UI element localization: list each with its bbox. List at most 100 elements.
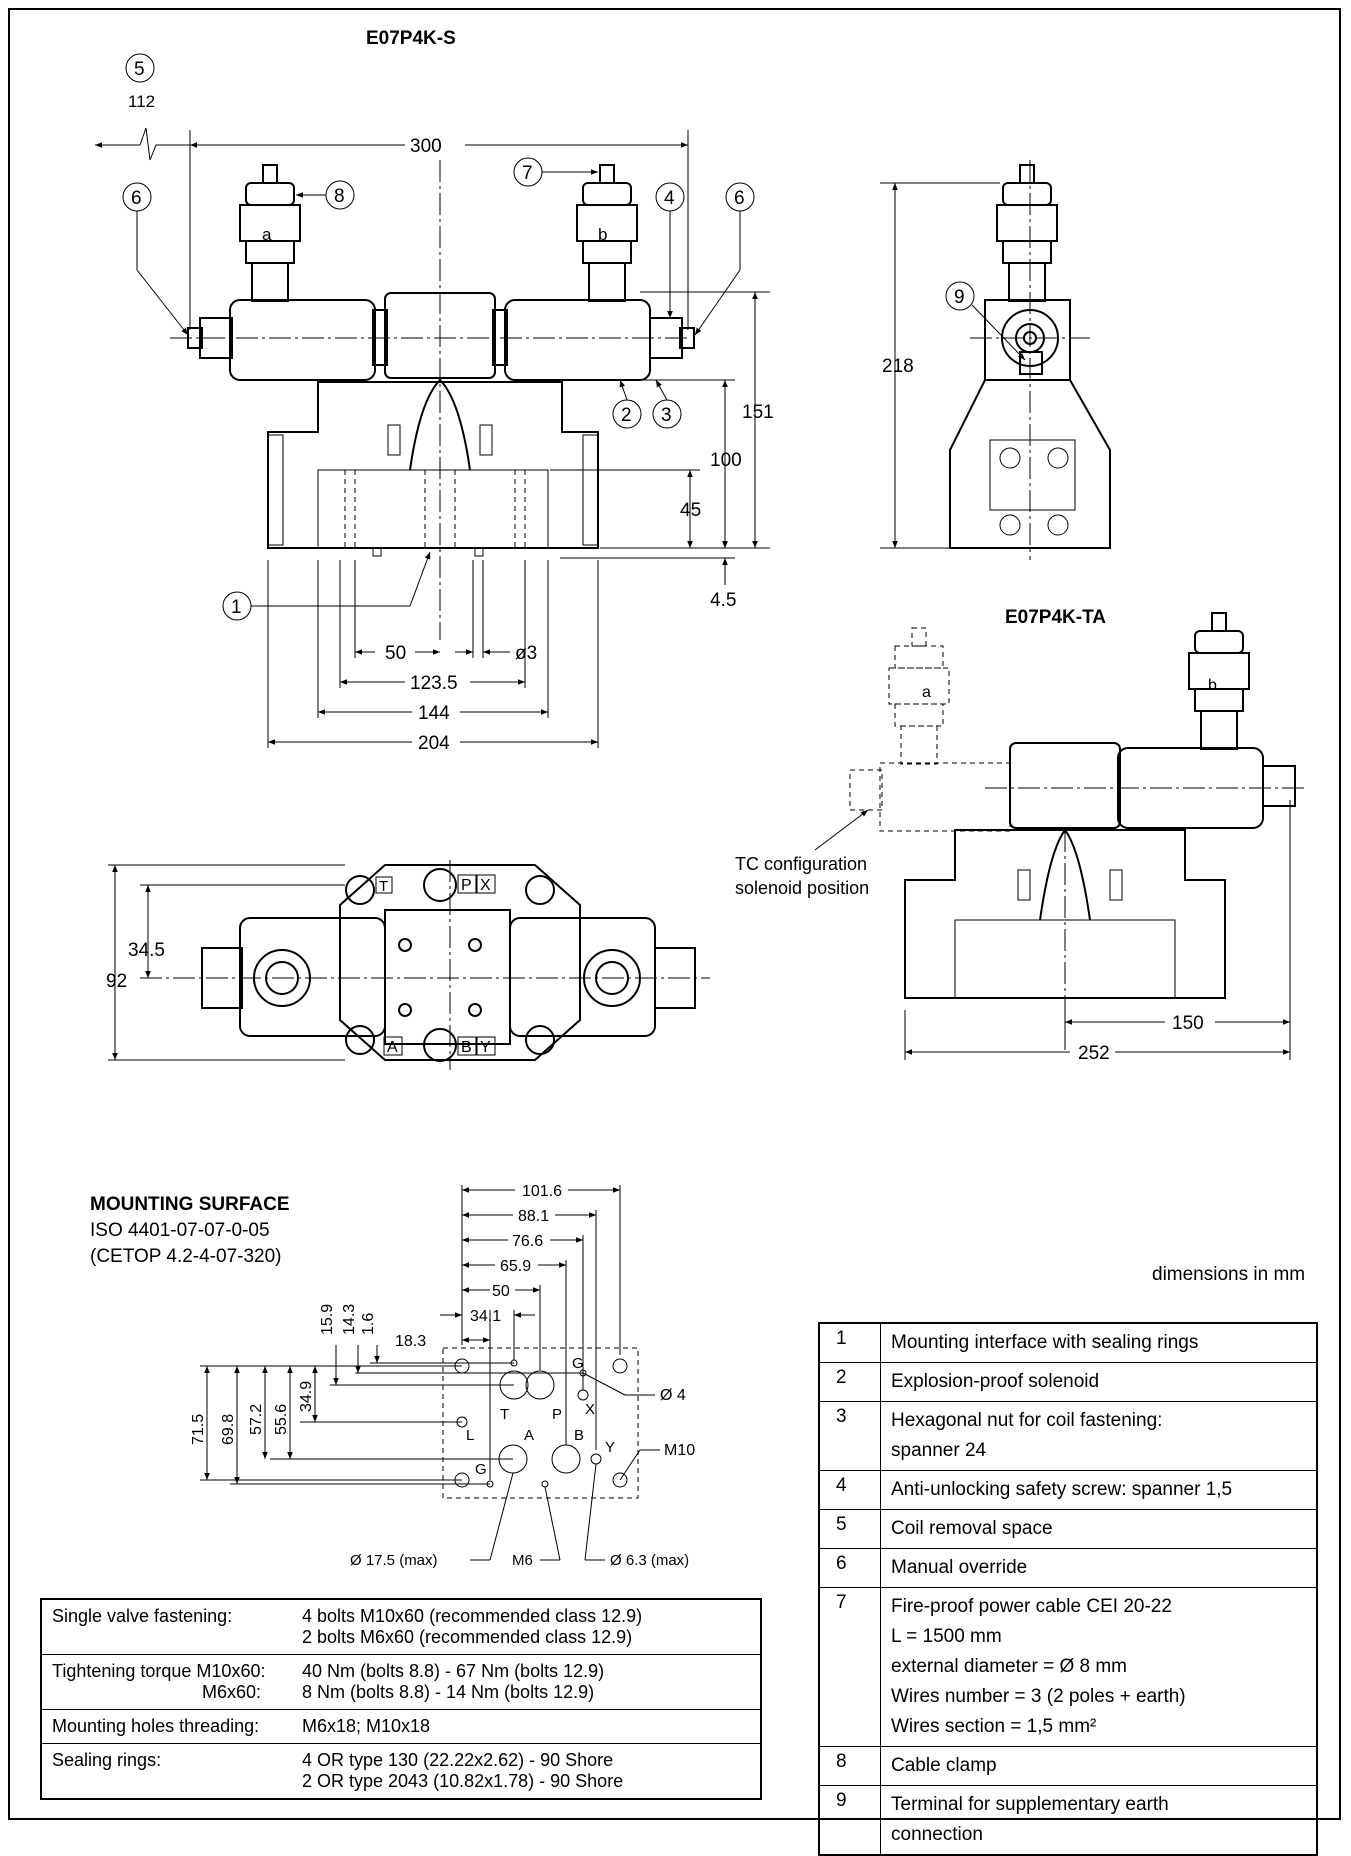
drawing-frame xyxy=(8,8,1341,1820)
legend-row: 5 Coil removal space xyxy=(818,1509,1318,1549)
legend-text: Mounting interface with sealing rings xyxy=(880,1322,1318,1363)
tc-note-line1: TC configuration xyxy=(735,854,867,874)
port-P-top: P xyxy=(461,877,472,894)
spec-label-line: Tightening torque M10x60: xyxy=(52,1661,266,1681)
legend-text: Cable clamp xyxy=(880,1746,1318,1786)
spec-line: 40 Nm (bolts 8.8) - 67 Nm (bolts 12.9) xyxy=(302,1661,605,1681)
front-view: E07P4K-S 5 112 300 a b xyxy=(95,28,774,754)
legend-text: Coil removal space xyxy=(880,1509,1318,1549)
legend-line: Terminal for supplementary earth xyxy=(891,1794,1169,1815)
mount-port-X: X xyxy=(585,1401,595,1418)
spec-line: 4 OR type 130 (22.22x2.62) - 90 Shore xyxy=(302,1750,614,1770)
spec-row: Tightening torque M10x60:M6x60: 40 Nm (b… xyxy=(41,1654,761,1710)
port-B-top: B xyxy=(461,1039,472,1056)
legend-line: Mounting interface with sealing rings xyxy=(891,1332,1199,1353)
main-view-title: E07P4K-S xyxy=(366,28,456,49)
v-14-3: 14.3 xyxy=(341,1304,358,1335)
h-101-6: 101.6 xyxy=(522,1183,562,1200)
legend-line: external diameter = Ø 8 mm xyxy=(891,1656,1128,1677)
legend-line: Hexagonal nut for coil fastening: xyxy=(891,1410,1163,1431)
callout-8: 8 xyxy=(334,186,345,207)
legend-line: Anti-unlocking safety screw: spanner 1,5 xyxy=(891,1479,1233,1500)
legend-row: 4 Anti-unlocking safety screw: spanner 1,… xyxy=(818,1470,1318,1510)
dim-50: 50 xyxy=(385,643,406,664)
ann-m6: M6 xyxy=(512,1552,533,1569)
legend-line: Fire-proof power cable CEI 20-22 xyxy=(891,1596,1172,1617)
legend-line: Explosion-proof solenoid xyxy=(891,1371,1100,1392)
dim-4-5: 4.5 xyxy=(710,590,736,611)
legend-line: Wires number = 3 (2 poles + earth) xyxy=(891,1686,1186,1707)
dim-123-5: 123.5 xyxy=(410,673,458,694)
legend-row: 2 Explosion-proof solenoid xyxy=(818,1362,1318,1402)
legend-line: Wires section = 1,5 mm² xyxy=(891,1716,1097,1737)
spec-line: 2 OR type 2043 (10.82x1.78) - 90 Shore xyxy=(302,1771,624,1791)
tc-note-line2: solenoid position xyxy=(735,878,869,898)
mount-port-G1: G xyxy=(572,1355,584,1372)
callout-4: 4 xyxy=(664,188,675,209)
dim-252: 252 xyxy=(1078,1043,1110,1064)
callout-7: 7 xyxy=(522,163,533,184)
legend-line: L = 1500 mm xyxy=(891,1626,1002,1647)
port-Y-top: Y xyxy=(480,1039,491,1056)
callout-3: 3 xyxy=(661,405,672,426)
spec-label: Single valve fastening: xyxy=(52,1606,233,1626)
spec-label: Tightening torque M10x60:M6x60: xyxy=(41,1654,292,1710)
coil-letter-a: a xyxy=(262,225,272,244)
dims-note: dimensions in mm xyxy=(1152,1264,1305,1285)
spec-row: Single valve fastening: 4 bolts M10x60 (… xyxy=(41,1599,761,1655)
legend-num: 2 xyxy=(818,1362,881,1402)
h-65-9: 65.9 xyxy=(500,1258,531,1275)
port-A-top: A xyxy=(387,1039,398,1056)
ann-o17-5: Ø 17.5 (max) xyxy=(350,1552,438,1569)
port-T-top: T xyxy=(379,878,388,895)
ann-m10: M10 xyxy=(664,1442,695,1459)
mount-port-B: B xyxy=(574,1427,584,1444)
legend-line: Coil removal space xyxy=(891,1518,1053,1539)
legend-text: Manual override xyxy=(880,1548,1318,1588)
legend-text: Explosion-proof solenoid xyxy=(880,1362,1318,1402)
spec-line: M6x18; M10x18 xyxy=(302,1716,431,1736)
legend-num: 5 xyxy=(818,1509,881,1549)
coil-letter-b-ta: b xyxy=(1208,677,1217,694)
spec-line: 4 bolts M10x60 (recommended class 12.9) xyxy=(302,1606,643,1626)
mount-port-T: T xyxy=(500,1406,509,1423)
mounting-title: MOUNTING SURFACE xyxy=(90,1194,290,1215)
legend-num: 4 xyxy=(818,1470,881,1510)
legend-line: spanner 24 xyxy=(891,1440,987,1461)
mount-port-G2: G xyxy=(475,1461,487,1478)
legend-text: Hexagonal nut for coil fastening: spanner… xyxy=(880,1401,1318,1471)
legend-line: Manual override xyxy=(891,1557,1028,1578)
spec-value: 40 Nm (bolts 8.8) - 67 Nm (bolts 12.9)8 … xyxy=(292,1654,761,1710)
legend-num: 3 xyxy=(818,1401,881,1471)
callout-5: 5 xyxy=(134,59,145,80)
port-X-top: X xyxy=(480,877,491,894)
v-34-9: 34.9 xyxy=(298,1381,315,1412)
callout-6-right: 6 xyxy=(734,188,745,209)
ann-o4: Ø 4 xyxy=(660,1387,686,1404)
dim-150: 150 xyxy=(1172,1013,1204,1034)
dim-o3: ø3 xyxy=(515,643,537,664)
coil-letter-b: b xyxy=(598,225,607,244)
mount-port-L: L xyxy=(466,1427,474,1444)
ann-o6-3: Ø 6.3 (max) xyxy=(610,1552,689,1569)
spec-label: Mounting holes threading: xyxy=(41,1709,292,1744)
callout-6-left: 6 xyxy=(131,188,142,209)
v-71-5: 71.5 xyxy=(190,1414,207,1445)
legend-row: 3 Hexagonal nut for coil fastening: spanne… xyxy=(818,1401,1318,1471)
spec-value: M6x18; M10x18 xyxy=(292,1709,761,1744)
specs-table: Single valve fastening: 4 bolts M10x60 (… xyxy=(40,1598,762,1800)
mounting-iso: ISO 4401-07-07-0-05 xyxy=(90,1220,270,1241)
v-57-2: 57.2 xyxy=(248,1404,265,1435)
dim-92: 92 xyxy=(106,971,127,992)
h-88-1: 88.1 xyxy=(518,1208,549,1225)
ta-view: E07P4K-TA a b TC configuration solenoid … xyxy=(735,607,1305,1064)
callout-2: 2 xyxy=(621,405,632,426)
mounting-surface: MOUNTING SURFACE ISO 4401-07-07-0-05 (CE… xyxy=(90,1183,695,1569)
spec-value: 4 bolts M10x60 (recommended class 12.9)2… xyxy=(292,1599,761,1655)
